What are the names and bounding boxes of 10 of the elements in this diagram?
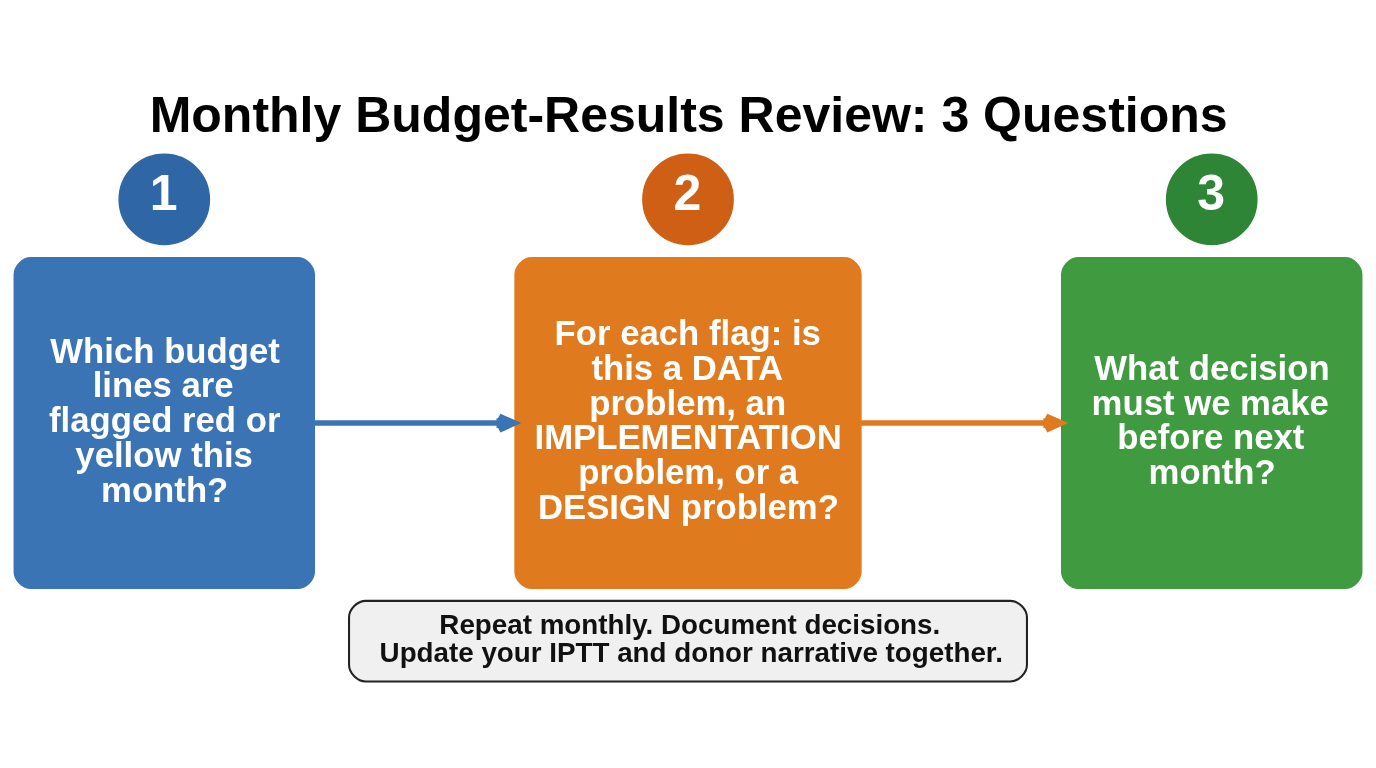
node-box: Repeat monthly. Document decisions. Update your IPTT and donor narrative together. [348,599,1028,682]
arrow [314,412,518,433]
node-circle: 1 [118,153,211,245]
node-circle: 3 [1165,153,1258,245]
diagram-title: Monthly Budget-Results Review: 3 Questions [149,86,1228,143]
node-box: What decision must we make before next month? [1061,256,1363,589]
node-circle: 2 [642,153,734,245]
arrow [861,412,1065,433]
node-box: Which budget lines are flagged red or yellow this month? [13,256,315,589]
node-box: For each flag: is this a DATA problem, an IMPLEMENTATION problem, or a DESIGN problem? [514,256,862,589]
